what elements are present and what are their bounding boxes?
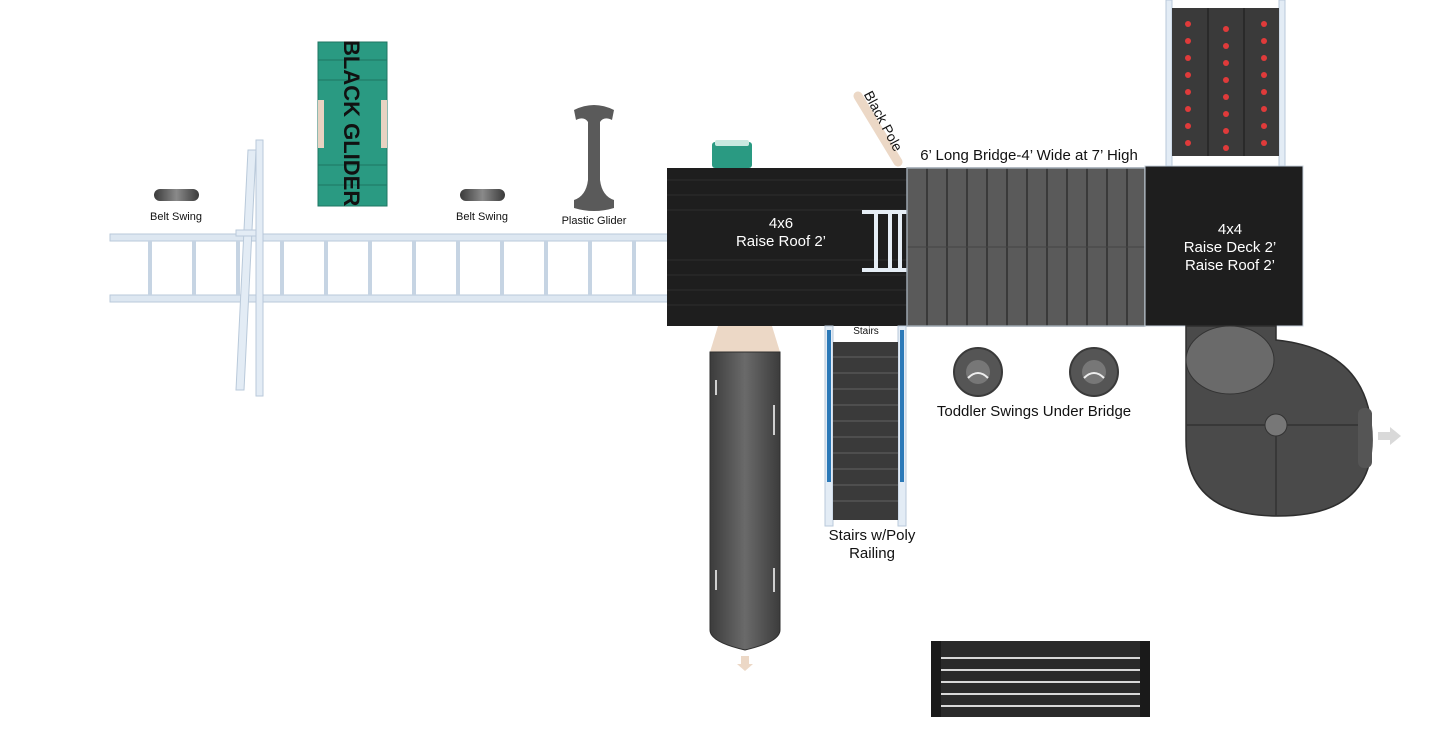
belt-swing-right-label: Belt Swing (456, 211, 508, 223)
toddler-swings-label: Toddler Swings Under Bridge (936, 403, 1132, 420)
belt-swing-right (460, 189, 505, 201)
black-pole (853, 91, 903, 167)
down-arrow-icon (737, 656, 753, 671)
deck-4x6 (667, 168, 907, 326)
rock-wall (1165, 0, 1286, 167)
stairs-with-railing (824, 325, 907, 527)
plastic-glider (574, 105, 614, 211)
deck-4x4-label: 4x4 Raise Deck 2’ Raise Roof 2’ (1183, 221, 1277, 274)
toddler-swing-right (1069, 347, 1119, 397)
black-glider-label: BLACK GLIDER (339, 39, 364, 207)
straight-slide (709, 326, 781, 651)
a-frame-leg (235, 139, 264, 397)
tube-slide (1185, 325, 1373, 517)
swing-beam (109, 233, 671, 303)
bench (931, 641, 1150, 717)
stairs-label: Stairs w/Poly Railing (828, 527, 916, 562)
bridge (906, 167, 1146, 327)
bridge-label: 6’ Long Bridge-4’ Wide at 7’ High (920, 147, 1138, 164)
deck-4x6-label: 4x6 Raise Roof 2’ (735, 215, 827, 250)
deck-ladder (862, 210, 907, 272)
toddler-swing-left (953, 347, 1003, 397)
deck-4x4 (1144, 165, 1304, 327)
plastic-glider-label: Plastic Glider (561, 215, 627, 227)
right-arrow-icon (1378, 427, 1401, 445)
belt-swing-left (154, 189, 199, 201)
stairs-small-label: Stairs (840, 326, 892, 338)
belt-swing-left-label: Belt Swing (150, 211, 202, 223)
telescope-accessory (712, 142, 752, 168)
black-glider (317, 41, 388, 207)
